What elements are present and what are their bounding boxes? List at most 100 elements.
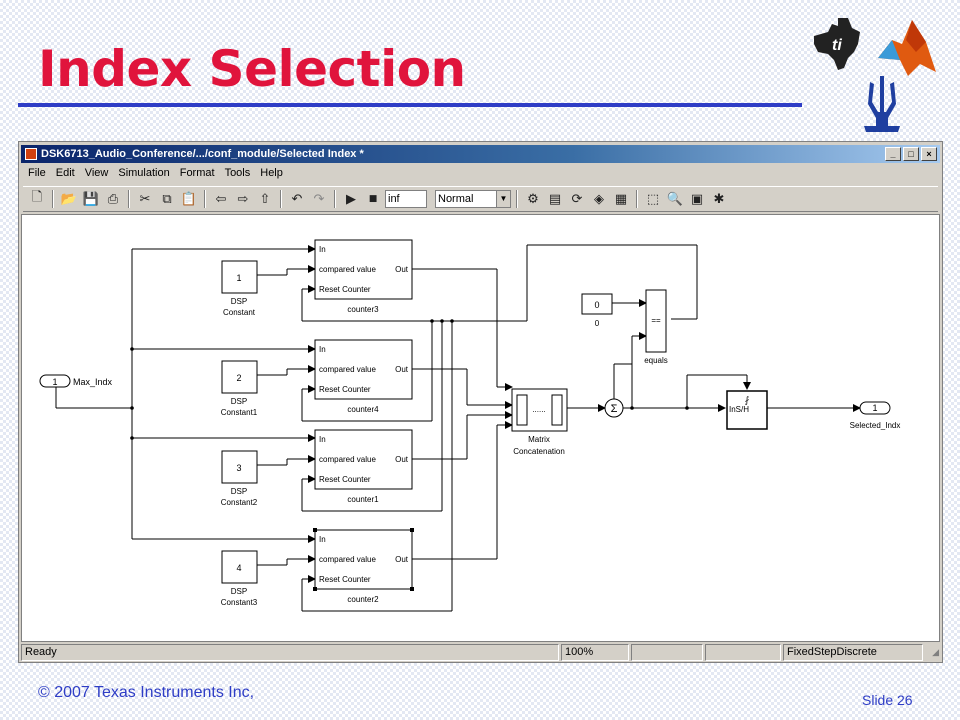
concat-name-line1: Matrix bbox=[528, 435, 550, 444]
copyright-text: © 2007 Texas Instruments Inc, bbox=[38, 684, 255, 701]
dsp-constant1-block[interactable]: 2 DSP Constant1 bbox=[221, 360, 258, 417]
port-out-label: Out bbox=[395, 265, 409, 274]
dsp-constant3-block[interactable]: 4 DSP Constant3 bbox=[221, 550, 258, 607]
back-arrow-icon[interactable]: ⇦ bbox=[215, 191, 227, 207]
constant-name-line1: DSP bbox=[231, 487, 247, 496]
resize-grip-icon[interactable]: ◢ bbox=[932, 647, 939, 657]
menu-view[interactable]: View bbox=[84, 167, 109, 179]
concat-name-line2: Concatenation bbox=[513, 447, 565, 456]
simulink-app-icon bbox=[25, 148, 37, 160]
save-icon[interactable]: 💾 bbox=[82, 191, 100, 207]
undo-icon[interactable]: ↶ bbox=[291, 191, 303, 207]
port-out-label: Out bbox=[395, 555, 409, 564]
port-in-label: In bbox=[319, 435, 326, 444]
menu-edit[interactable]: Edit bbox=[55, 167, 75, 179]
find-icon[interactable]: 🔍 bbox=[666, 191, 684, 207]
title-rule bbox=[18, 103, 802, 107]
constant-name-line2: Constant1 bbox=[221, 408, 258, 417]
menu-simulation[interactable]: Simulation bbox=[118, 167, 170, 179]
forward-arrow-icon[interactable]: ⇨ bbox=[237, 191, 249, 207]
status-empty-1 bbox=[631, 644, 703, 661]
debug-icon[interactable]: ⬚ bbox=[646, 191, 660, 207]
dsp-constant2-block[interactable]: 3 DSP Constant2 bbox=[221, 450, 258, 507]
refresh-icon[interactable]: ⟳ bbox=[571, 191, 583, 207]
update-diagram-icon[interactable]: ▤ bbox=[548, 191, 562, 207]
play-icon[interactable]: ▶ bbox=[346, 191, 356, 207]
counter4-block[interactable]: In compared value Out Reset Counter coun… bbox=[314, 339, 413, 414]
university-emblem bbox=[864, 76, 900, 132]
simulation-mode-select[interactable]: Normal ▼ bbox=[435, 190, 511, 208]
counter-name: counter3 bbox=[347, 305, 379, 314]
counter2-block[interactable]: In compared value Out Reset Counter coun… bbox=[313, 528, 414, 604]
block-diagram[interactable]: 1 Max_Indx 1 DSP Constant 2 DSP Constant… bbox=[22, 215, 939, 641]
stop-time-input[interactable]: inf bbox=[385, 190, 427, 208]
port-out-label: Out bbox=[395, 455, 409, 464]
build-icon[interactable]: ⚙ bbox=[527, 191, 539, 207]
zero-constant-value: 0 bbox=[594, 300, 599, 310]
copy-icon[interactable]: ⧉ bbox=[162, 191, 172, 207]
sample-hold-label: InS/H bbox=[729, 405, 749, 414]
library-browser-icon[interactable]: ◈ bbox=[594, 191, 604, 207]
zero-constant-name: 0 bbox=[595, 319, 600, 328]
constant-name-line2: Constant bbox=[223, 308, 256, 317]
constant-value: 2 bbox=[236, 373, 241, 383]
counter-name: counter1 bbox=[347, 495, 379, 504]
equals-operator: == bbox=[651, 316, 661, 325]
menu-tools[interactable]: Tools bbox=[224, 167, 251, 179]
equals-name: equals bbox=[644, 356, 668, 365]
new-file-icon[interactable]: 🗋 bbox=[31, 190, 43, 205]
inport-max-indx[interactable]: 1 Max_Indx bbox=[39, 374, 113, 388]
sample-hold-block[interactable]: ⨏ InS/H bbox=[726, 390, 768, 430]
sigma-icon: Σ bbox=[611, 403, 618, 415]
status-state: Ready bbox=[21, 644, 559, 661]
model-canvas[interactable]: 1 Max_Indx 1 DSP Constant 2 DSP Constant… bbox=[21, 214, 940, 642]
window-titlebar[interactable]: DSK6713_Audio_Conference/.../conf_module… bbox=[21, 145, 940, 163]
slide-number: Slide 26 bbox=[862, 692, 913, 708]
port-in-label: In bbox=[319, 345, 326, 354]
stop-icon[interactable]: ■ bbox=[368, 194, 378, 204]
minimize-button[interactable]: _ bbox=[885, 147, 901, 161]
counter-name: counter4 bbox=[347, 405, 379, 414]
menu-file[interactable]: File bbox=[28, 167, 46, 179]
counter1-block[interactable]: In compared value Out Reset Counter coun… bbox=[314, 429, 413, 504]
up-arrow-icon[interactable]: ⇧ bbox=[259, 191, 271, 207]
inport-number: 1 bbox=[52, 377, 57, 387]
matlab-logo bbox=[878, 20, 936, 76]
constant-name-line2: Constant3 bbox=[221, 598, 258, 607]
status-solver: FixedStepDiscrete bbox=[783, 644, 923, 661]
menu-help[interactable]: Help bbox=[260, 167, 283, 179]
paste-icon[interactable]: 📋 bbox=[180, 191, 198, 207]
open-folder-icon[interactable]: 📂 bbox=[60, 191, 78, 207]
redo-icon[interactable]: ↷ bbox=[313, 191, 325, 207]
logos: ti bbox=[814, 18, 936, 132]
port-reset-label: Reset Counter bbox=[319, 285, 371, 294]
outport-label: Selected_Indx bbox=[850, 421, 901, 430]
menubar: File Edit View Simulation Format Tools H… bbox=[23, 165, 288, 183]
port-compared-label: compared value bbox=[319, 365, 376, 374]
chevron-down-icon[interactable]: ▼ bbox=[496, 191, 510, 207]
sum-block[interactable]: Σ bbox=[604, 398, 624, 418]
matrix-concatenation-block[interactable]: ...... Matrix Concatenation bbox=[511, 388, 568, 456]
constant-name-line1: DSP bbox=[231, 587, 247, 596]
config-params-icon[interactable]: ✱ bbox=[713, 191, 725, 207]
equals-block[interactable]: == equals bbox=[644, 289, 668, 365]
cut-icon[interactable]: ✂ bbox=[139, 191, 151, 207]
port-compared-label: compared value bbox=[319, 265, 376, 274]
menu-format[interactable]: Format bbox=[179, 167, 215, 179]
maximize-button[interactable]: □ bbox=[903, 147, 919, 161]
constant-value: 4 bbox=[236, 563, 241, 573]
profiler-icon[interactable]: ▣ bbox=[690, 191, 704, 207]
outport-selected-indx[interactable]: 1 Selected_Indx bbox=[850, 401, 901, 430]
model-explorer-icon[interactable]: ▦ bbox=[614, 191, 628, 207]
concat-glyph: ...... bbox=[532, 405, 545, 414]
statusbar: Ready 100% FixedStepDiscrete ◢ bbox=[21, 644, 940, 661]
zero-constant-block[interactable]: 0 0 bbox=[581, 293, 613, 328]
close-button[interactable]: × bbox=[921, 147, 937, 161]
port-reset-label: Reset Counter bbox=[319, 475, 371, 484]
dsp-constant-block[interactable]: 1 DSP Constant bbox=[221, 260, 258, 317]
port-in-label: In bbox=[319, 535, 326, 544]
print-icon[interactable]: ⎙ bbox=[107, 191, 119, 207]
counter3-block[interactable]: In compared value Out Reset Counter coun… bbox=[314, 239, 413, 314]
outport-number: 1 bbox=[872, 403, 877, 413]
counter-name: counter2 bbox=[347, 595, 379, 604]
